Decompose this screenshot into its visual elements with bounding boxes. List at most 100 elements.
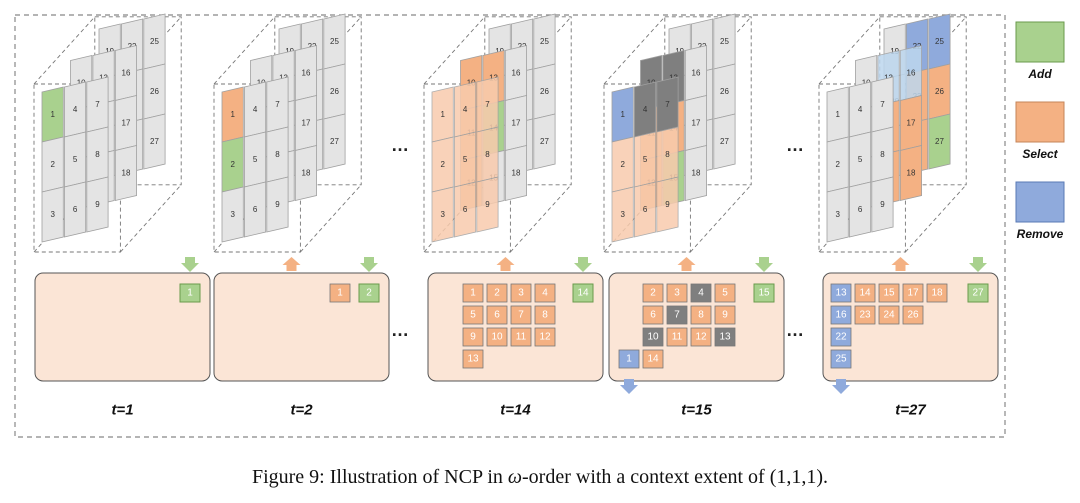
legend-label-add: Add xyxy=(1027,67,1052,81)
cube-3: 1920212223242526271011121314151617181234… xyxy=(423,13,572,253)
context-cell-number: 5 xyxy=(470,310,476,321)
added-cell xyxy=(753,283,775,303)
context-cell-number: 3 xyxy=(674,288,680,299)
add-down-arrow xyxy=(969,257,987,272)
ellipsis: … xyxy=(391,135,409,155)
cube-edge xyxy=(905,184,967,253)
cube-cell-number: 16 xyxy=(692,69,701,78)
cube-cell-number: 18 xyxy=(512,169,521,178)
cube-cell xyxy=(684,144,707,202)
context-cell-number: 26 xyxy=(907,310,919,321)
context-cell-number: 10 xyxy=(491,332,503,343)
context-cell xyxy=(642,349,664,369)
cube-cell xyxy=(41,186,64,243)
context-cell xyxy=(510,305,532,325)
context-panel xyxy=(34,272,211,382)
context-cell xyxy=(534,305,556,325)
context-cell xyxy=(486,305,508,325)
cube-cell xyxy=(504,144,527,202)
cube-cell-number: 16 xyxy=(512,69,521,78)
cube-cell-number: 3 xyxy=(50,210,55,219)
time-label: t=2 xyxy=(290,402,313,419)
cube-cell-number: 27 xyxy=(540,137,549,146)
cube-cell-number: 27 xyxy=(935,137,944,146)
cube-edge xyxy=(300,184,362,253)
added-cell xyxy=(179,283,201,303)
context-cell-number: 3 xyxy=(518,288,524,299)
context-cell-number: 8 xyxy=(542,310,548,321)
context-cell-number: 18 xyxy=(931,288,943,299)
cube-cell-number: 16 xyxy=(907,69,916,78)
context-cell-number: 11 xyxy=(516,332,527,343)
context-cell-number: 16 xyxy=(835,310,847,321)
cube-cell-number: 5 xyxy=(73,155,78,164)
context-cell-number: 4 xyxy=(542,288,548,299)
cube-cell-number: 8 xyxy=(665,150,670,159)
context-cell-number: 4 xyxy=(698,288,704,299)
cube-cell xyxy=(64,181,87,238)
cube-cell-number: 25 xyxy=(540,37,549,46)
cube-cell-number: 7 xyxy=(665,100,670,109)
cube-cell-number: 18 xyxy=(302,169,311,178)
cube-cell-number: 4 xyxy=(463,105,468,114)
cube-cell-number: 2 xyxy=(50,160,55,169)
cube-cell-number: 9 xyxy=(275,200,280,209)
ellipsis: … xyxy=(786,320,804,340)
cube-cell-number: 2 xyxy=(230,160,235,169)
context-cell-number: 22 xyxy=(835,332,847,343)
context-cell xyxy=(830,327,852,347)
select-up-arrow xyxy=(891,257,910,271)
added-cell-number: 27 xyxy=(972,288,984,299)
context-cell-number: 14 xyxy=(647,354,659,365)
cube-cell xyxy=(476,176,499,233)
add-down-arrow xyxy=(360,257,378,272)
context-cell xyxy=(462,349,484,369)
cube-cell xyxy=(266,176,289,233)
cube-cell-number: 3 xyxy=(230,210,235,219)
added-cell-number: 2 xyxy=(366,288,372,299)
context-cell xyxy=(854,305,876,325)
context-cell xyxy=(830,305,852,325)
cube-cell-number: 16 xyxy=(302,69,311,78)
cube-4: 1920212223242526271011121314151617181234… xyxy=(603,13,752,253)
context-cell xyxy=(329,283,351,303)
cube-cell xyxy=(656,176,679,233)
context-cell xyxy=(534,283,556,303)
cube-cell-number: 7 xyxy=(275,100,280,109)
cube-edge xyxy=(423,16,486,85)
context-cell-number: 25 xyxy=(835,354,847,365)
context-cell xyxy=(714,327,736,347)
context-cell xyxy=(618,349,640,369)
cube-cell-number: 7 xyxy=(485,100,490,109)
context-cell-number: 7 xyxy=(674,310,680,321)
cube-cell-number: 9 xyxy=(665,200,670,209)
cube-cell-number: 26 xyxy=(540,87,549,96)
cube-cell xyxy=(533,113,556,170)
context-cell xyxy=(714,283,736,303)
cube-cell-number: 27 xyxy=(720,137,729,146)
cube-2: 1920212223242526271011121314151617181234… xyxy=(213,13,362,253)
context-cell xyxy=(486,283,508,303)
caption-omega: ω xyxy=(507,466,523,488)
cube-cell-number: 1 xyxy=(230,110,235,119)
cube-cell-number: 18 xyxy=(907,169,916,178)
cube-cell-number: 3 xyxy=(620,210,625,219)
added-cell-number: 1 xyxy=(187,288,193,299)
cube-cell xyxy=(871,176,894,233)
cube-cell xyxy=(453,181,477,238)
added-cell xyxy=(358,283,380,303)
cube-1: 1920212223242526271011121314151617181234… xyxy=(33,13,182,253)
cube-cell-number: 18 xyxy=(692,169,701,178)
context-cell-number: 1 xyxy=(470,288,476,299)
context-cell xyxy=(666,327,688,347)
context-cell xyxy=(714,305,736,325)
legend-swatch-remove xyxy=(1015,181,1065,223)
add-down-arrow xyxy=(181,257,199,272)
context-cell xyxy=(666,283,688,303)
cube-cell-number: 5 xyxy=(253,155,258,164)
cube-5: 1920212223242526271011121314151617181234… xyxy=(818,13,967,253)
context-cell-number: 10 xyxy=(647,332,659,343)
context-cell xyxy=(642,327,664,347)
